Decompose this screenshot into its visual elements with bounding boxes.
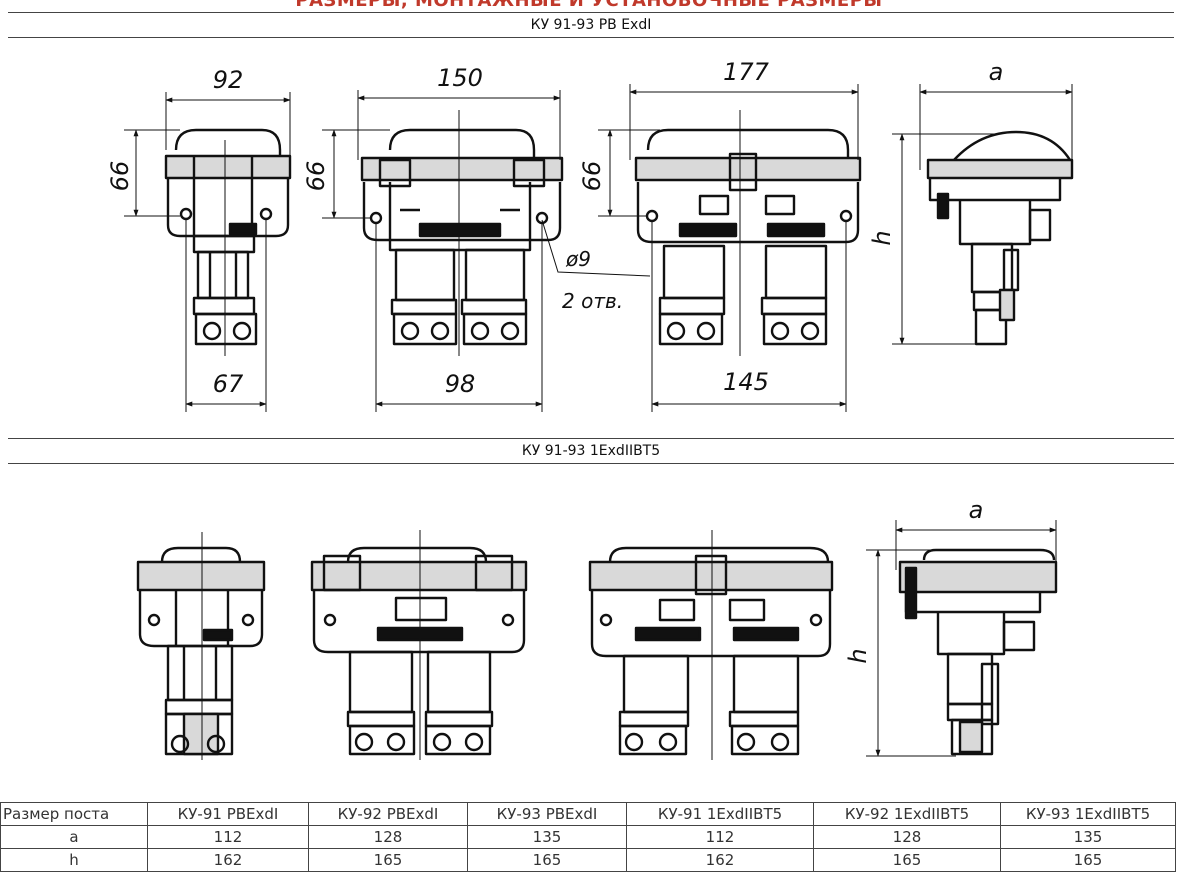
ku92-height-label: 66 — [302, 161, 330, 192]
side-top-h-label: h — [868, 230, 896, 245]
ku91-height-label: 66 — [106, 161, 134, 192]
section-title-bottom: КУ 91-93 1ExdIIBT5 — [8, 438, 1174, 464]
table-row-label: a — [0, 825, 148, 849]
ku93-mount-label: 145 — [723, 368, 769, 396]
table-cell: 128 — [813, 825, 1001, 849]
table-cell: 165 — [467, 848, 627, 872]
table-header-cell: КУ-93 РВExdI — [467, 802, 627, 826]
side-view-top — [926, 130, 1074, 346]
table-row: h 162 165 165 162 165 165 — [0, 848, 1176, 872]
ku93-width-label: 177 — [723, 58, 770, 86]
side-bottom-h-label: h — [844, 648, 872, 663]
table-cell: 165 — [1000, 848, 1176, 872]
table-cell: 128 — [308, 825, 468, 849]
side-view-bottom — [898, 548, 1058, 756]
table-header-cell: Размер поста — [0, 802, 148, 826]
ku92-front-view-top — [360, 128, 564, 346]
table-header-cell: КУ-92 РВExdI — [308, 802, 468, 826]
table-row: a 112 128 135 112 128 135 — [0, 825, 1176, 849]
ku91-front-view-top — [164, 128, 292, 346]
page-title: РАЗМЕРЫ, МОНТАЖНЫЕ И УСТАНОВОЧНЫЕ РАЗМЕР… — [295, 0, 883, 11]
ku91-width-label: 92 — [213, 66, 244, 94]
table-header-cell: КУ-91 РВExdI — [147, 802, 309, 826]
ku92-width-label: 150 — [437, 64, 483, 92]
table-cell: 135 — [467, 825, 627, 849]
dimensions-table: Размер поста КУ-91 РВExdI КУ-92 РВExdI К… — [0, 802, 1176, 872]
side-bottom-a-label: a — [969, 496, 984, 524]
section-title-top: КУ 91-93 РВ ExdI — [8, 12, 1174, 38]
technical-drawing: 92 66 67 150 66 98 ø9 2 отв. 177 66 145 … — [106, 58, 1074, 760]
ku93-front-view-bottom — [588, 546, 834, 756]
table-cell: 162 — [147, 848, 309, 872]
table-row-label: h — [0, 848, 148, 872]
ku92-mount-label: 98 — [445, 370, 476, 398]
table-header-row: Размер поста КУ-91 РВExdI КУ-92 РВExdI К… — [0, 802, 1176, 826]
table-header-cell: КУ-91 1ExdIIBT5 — [626, 802, 814, 826]
hole-diameter-label: ø9 — [565, 247, 591, 271]
table-cell: 165 — [813, 848, 1001, 872]
ku91-mount-label: 67 — [213, 370, 244, 398]
ku93-front-view-top — [634, 128, 862, 346]
table-cell: 165 — [308, 848, 468, 872]
ku92-front-view-bottom — [310, 546, 528, 756]
hole-count-label: 2 отв. — [562, 289, 623, 313]
table-header-cell: КУ-92 1ExdIIBT5 — [813, 802, 1001, 826]
table-cell: 112 — [626, 825, 814, 849]
dimension-lines — [124, 84, 1073, 760]
table-header-cell: КУ-93 1ExdIIBT5 — [1000, 802, 1176, 826]
ku91-front-view-bottom — [136, 546, 266, 756]
table-cell: 162 — [626, 848, 814, 872]
table-cell: 135 — [1000, 825, 1176, 849]
table-cell: 112 — [147, 825, 309, 849]
ku93-height-label: 66 — [578, 161, 606, 192]
side-top-a-label: a — [989, 58, 1004, 86]
